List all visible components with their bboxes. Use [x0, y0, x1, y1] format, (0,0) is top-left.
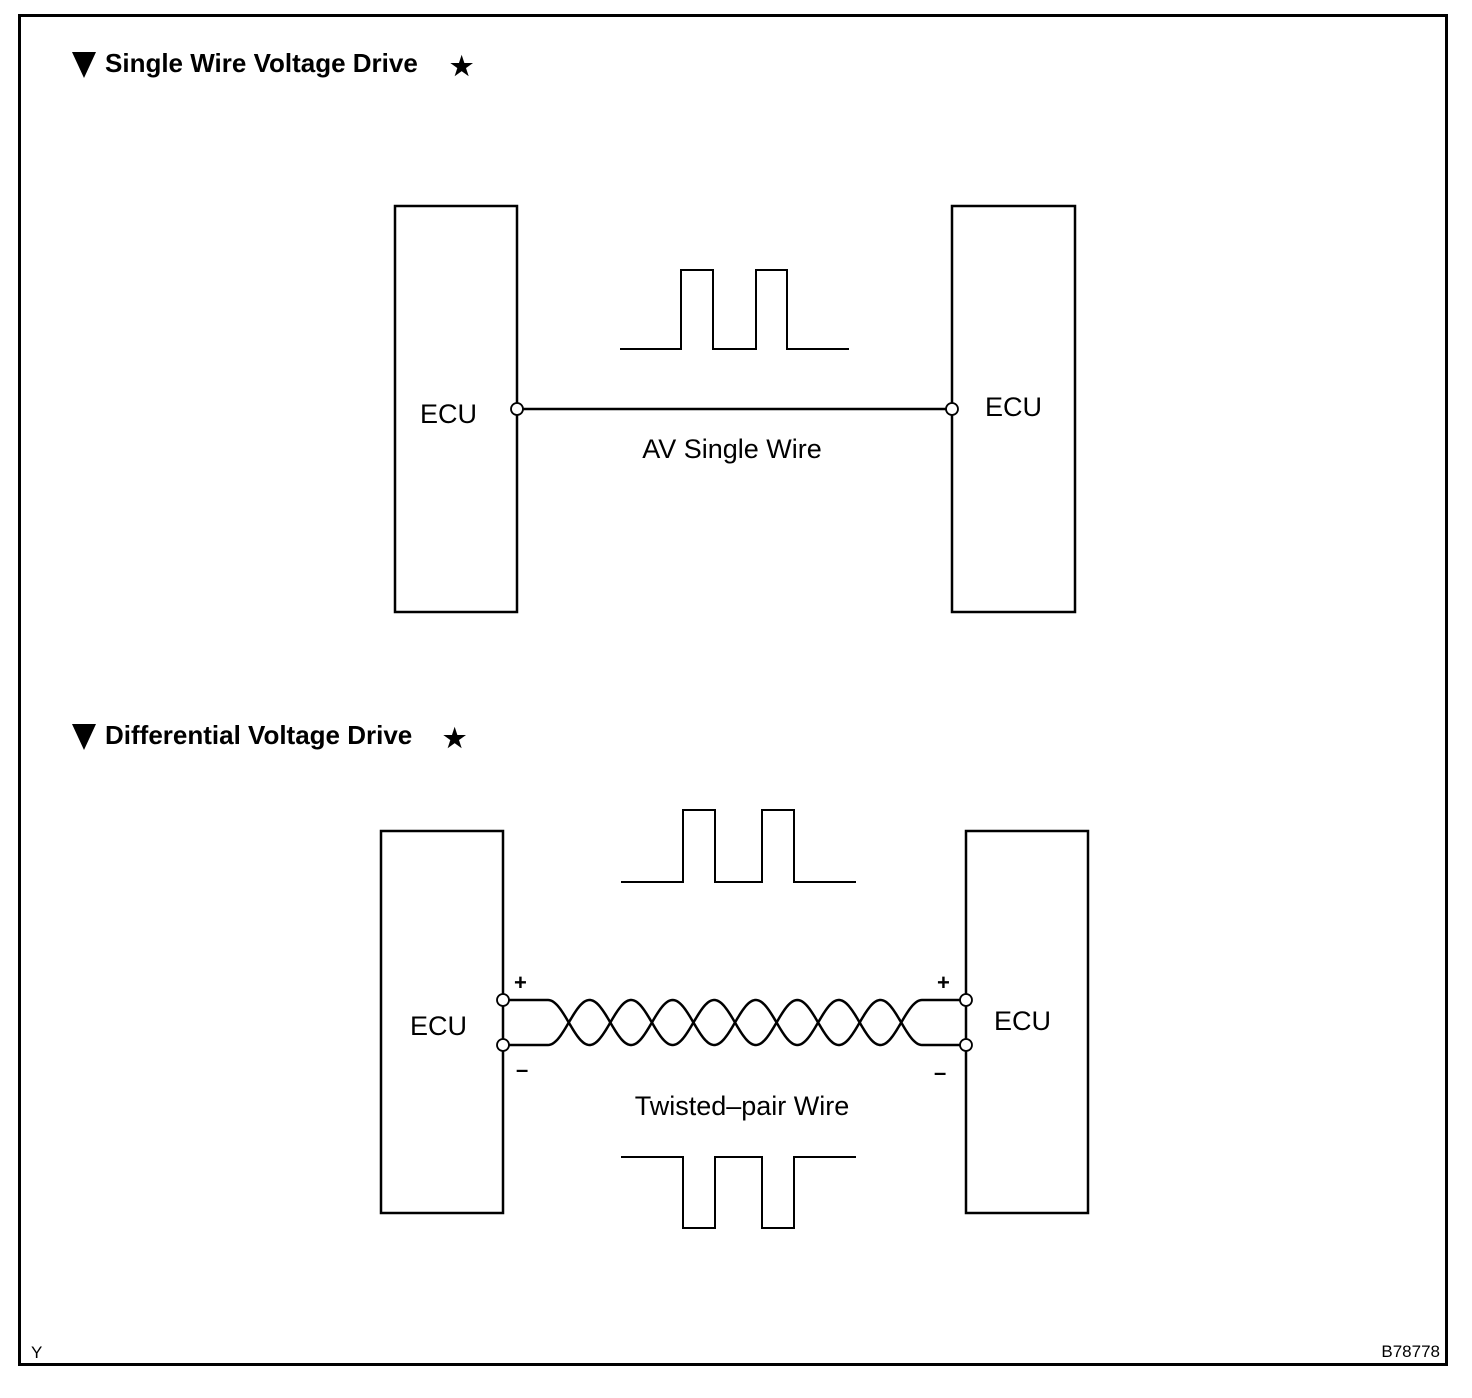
- wire-label-twisted: Twisted–pair Wire: [635, 1091, 850, 1121]
- star-icon: ★: [443, 723, 467, 753]
- diagram-frame: [18, 14, 1448, 1366]
- section-differential: Differential Voltage Drive ★ ECU ECU + –…: [72, 720, 1090, 1229]
- figure-id: B78778: [1381, 1342, 1440, 1361]
- left-terminal: [510, 402, 524, 416]
- right-plus-sign: +: [937, 970, 950, 995]
- triangle-bullet-icon: [72, 52, 96, 78]
- section-title-differential: Differential Voltage Drive: [105, 720, 412, 750]
- right-ecu-box: [950, 204, 1077, 614]
- positive-signal-waveform: [621, 809, 856, 883]
- right-ecu-label: ECU: [985, 392, 1042, 422]
- section-single-wire: Single Wire Voltage Drive ★ ECU ECU AV S…: [72, 48, 1077, 614]
- triangle-bullet-icon: [72, 724, 96, 750]
- left-ecu-label: ECU: [420, 399, 477, 429]
- left-minus-terminal: [496, 1038, 510, 1052]
- left-ecu-box: [393, 204, 519, 614]
- star-icon: ★: [450, 51, 474, 81]
- wire-label-single: AV Single Wire: [642, 434, 822, 464]
- left-minus-sign: –: [516, 1057, 528, 1082]
- twisted-pair-wire: [503, 998, 966, 1047]
- negative-signal-waveform: [621, 1156, 856, 1229]
- right-terminal: [945, 402, 959, 416]
- right-ecu-label: ECU: [994, 1006, 1051, 1036]
- left-ecu-label: ECU: [410, 1011, 467, 1041]
- left-ecu-box: [379, 829, 505, 1215]
- signal-waveform: [620, 269, 849, 350]
- left-plus-sign: +: [514, 970, 527, 995]
- right-minus-terminal: [959, 1038, 973, 1052]
- right-plus-terminal: [959, 993, 973, 1007]
- twisted-strand-b: [503, 998, 966, 1047]
- right-ecu-box: [964, 829, 1090, 1215]
- section-title-single-wire: Single Wire Voltage Drive: [105, 48, 418, 78]
- footer-left-code: Y: [31, 1343, 42, 1362]
- left-plus-terminal: [496, 993, 510, 1007]
- right-minus-sign: –: [934, 1060, 946, 1085]
